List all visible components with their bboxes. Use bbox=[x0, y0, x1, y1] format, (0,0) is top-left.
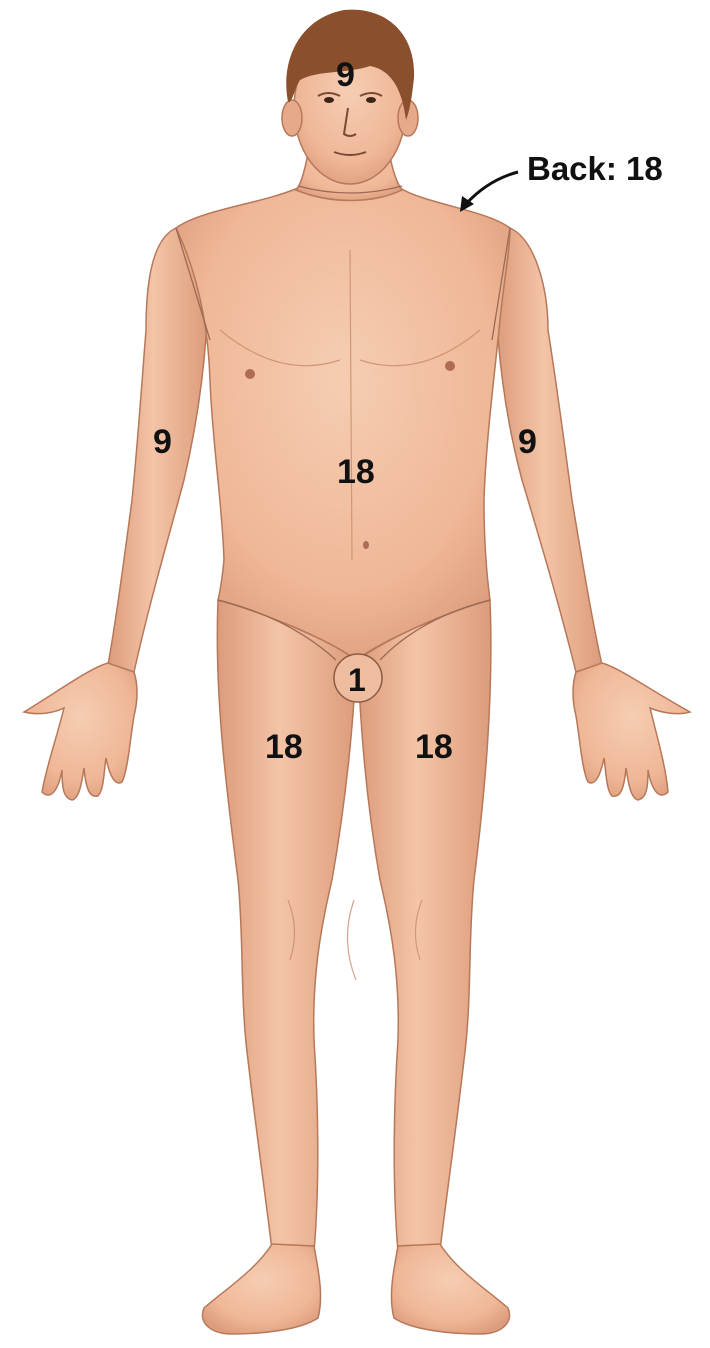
back-label: Back: 18 bbox=[527, 152, 663, 185]
right-hand bbox=[24, 663, 137, 800]
left-leg-label: 18 bbox=[415, 730, 453, 764]
right-ear bbox=[282, 100, 302, 136]
left-arm bbox=[496, 228, 602, 672]
head-label: 9 bbox=[336, 58, 355, 92]
left-hand bbox=[573, 663, 690, 800]
left-foot bbox=[391, 1244, 509, 1334]
back-arrow bbox=[466, 172, 518, 204]
right-leg bbox=[217, 600, 356, 1252]
left-leg bbox=[358, 600, 491, 1252]
trunk-front-label: 18 bbox=[337, 455, 375, 489]
torso bbox=[176, 188, 510, 660]
right-foot bbox=[202, 1244, 320, 1334]
right-leg-label: 18 bbox=[265, 730, 303, 764]
perineum-label: 1 bbox=[348, 664, 366, 696]
right-arm-label: 9 bbox=[153, 425, 172, 459]
left-arm-label: 9 bbox=[518, 425, 537, 459]
